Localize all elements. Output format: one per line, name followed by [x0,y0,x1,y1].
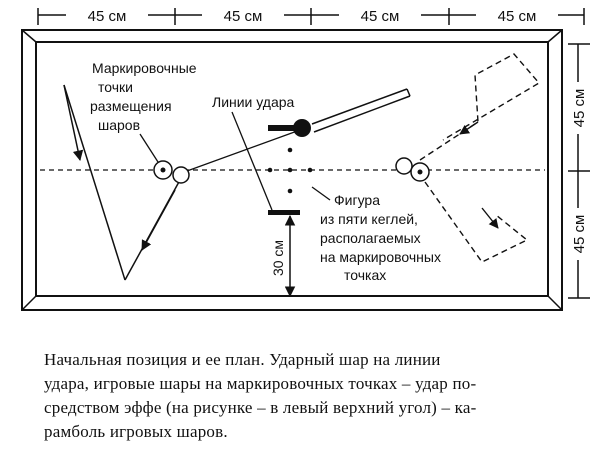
dim-right-2: 45 см [571,215,588,254]
svg-text:шаров: шаров [98,117,140,133]
ball-left-pair [153,160,190,184]
label-marker-points: Маркировочные точки размещения шаров [90,60,197,163]
ball-trajectory-left [63,84,181,281]
dim-right-1: 45 см [571,89,588,128]
cue-stick [175,88,411,176]
dim-inner: 30 см [270,240,286,276]
marker-dots [267,147,313,194]
svg-text:располагаемых: располагаемых [320,230,421,246]
svg-text:из пяти кеглей,: из пяти кеглей, [320,211,418,227]
svg-text:Маркировочные: Маркировочные [92,60,197,76]
svg-text:точки: точки [98,79,133,95]
svg-text:Линии удара: Линии удара [212,94,295,110]
strike-line-upper [268,125,300,131]
svg-text:на маркировочных: на маркировочных [320,249,441,265]
caption: Начальная позиция и ее план. Ударный шар… [44,348,592,444]
inner-dimension: 30 см [270,214,296,298]
top-dimension: 45 см 45 см 45 см 45 см [37,7,585,25]
dim-top-2: 45 см [224,8,263,25]
label-figure: Фигура из пяти кеглей, располагаемых на … [311,186,441,283]
dim-top-1: 45 см [88,8,127,25]
ball-trajectory-right [419,53,541,263]
caption-line: средством эффе (на рисунке – в левый вер… [44,398,477,417]
cue-ball [293,119,311,137]
strike-line-lower [268,210,300,215]
label-strike-lines: Линии удара [212,94,295,211]
right-dimension: 45 см 45 см [568,43,590,299]
dim-top-3: 45 см [361,8,400,25]
svg-text:Фигура: Фигура [334,192,380,208]
dim-top-4: 45 см [498,8,537,25]
caption-line: рамболь игровых шаров. [44,422,228,441]
svg-text:размещения: размещения [90,98,172,114]
svg-text:точках: точках [344,267,386,283]
ball-right-pair [395,157,430,182]
caption-line: Начальная позиция и ее план. Ударный шар… [44,350,441,369]
caption-line: удара, игровые шары на маркировочных точ… [44,374,477,393]
